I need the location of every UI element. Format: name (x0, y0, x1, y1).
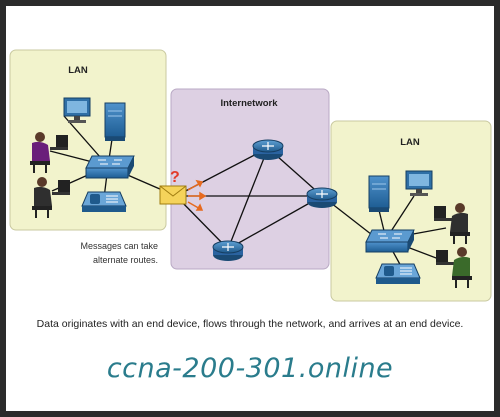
right-user-desk-icon-bottom (436, 247, 472, 288)
routes-note-line1: Messages can take (80, 241, 158, 251)
left-lan-zone (9, 49, 167, 231)
router-icon-bottom (212, 240, 244, 261)
right-lan-label: LAN (400, 137, 420, 148)
slide-frame: LAN Internetwork LAN (6, 6, 494, 411)
message-envelope-icon (159, 185, 187, 205)
left-monitor-icon (63, 97, 91, 123)
right-lan-zone (330, 120, 492, 302)
diagram-caption: Data originates with an end device, flow… (36, 318, 464, 330)
routes-note-line2: alternate routes. (93, 255, 158, 265)
left-phone-icon (81, 191, 127, 212)
right-monitor-icon (405, 170, 433, 196)
router-icon-right (306, 187, 338, 208)
left-server-icon (104, 102, 126, 141)
question-icon: ? (170, 169, 180, 186)
internetwork-label: Internetwork (220, 98, 278, 109)
site-brand: ccna-200-301.online (106, 353, 394, 384)
route-arrows-icon (187, 179, 207, 211)
router-icon-top (252, 139, 284, 160)
left-user-desk-icon-top (30, 132, 68, 173)
left-lan-label: LAN (68, 65, 88, 76)
left-user-desk-icon-bottom (32, 177, 70, 218)
right-user-desk-icon-top (434, 203, 470, 244)
right-switch-icon (365, 229, 415, 253)
right-server-icon (368, 175, 390, 212)
internetwork-zone (170, 88, 330, 270)
right-phone-icon (375, 263, 421, 284)
left-switch-icon (85, 155, 135, 179)
network-diagram: LAN Internetwork LAN (9, 49, 492, 302)
